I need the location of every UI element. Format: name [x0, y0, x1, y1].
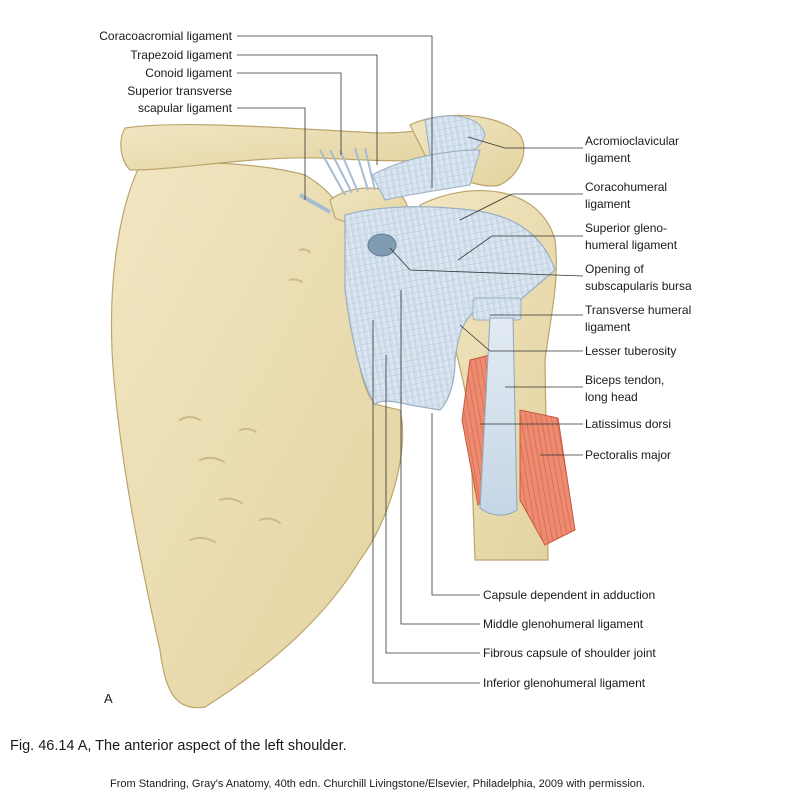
label-superior-transverse-2: scapular ligament: [137, 101, 232, 115]
label-middle-glenohumeral: Middle glenohumeral ligament: [483, 617, 644, 631]
label-transverse-humeral-1: Transverse humeral: [585, 303, 692, 317]
label-pectoralis-major: Pectoralis major: [585, 448, 672, 462]
figure-caption: Fig. 46.14 A, The anterior aspect of the…: [10, 738, 347, 754]
coracoclavicular-ligaments: [319, 147, 376, 196]
scapula: [110, 161, 404, 709]
label-transverse-humeral-2: ligament: [585, 320, 631, 334]
label-lesser-tuberosity: Lesser tuberosity: [585, 344, 677, 358]
transverse-humeral-ligament-shape: [472, 297, 522, 321]
label-coracoacromial-ligament: Coracoacromial ligament: [99, 29, 232, 43]
shoulder-illustration: [110, 35, 584, 709]
subscapularis-bursa-opening: [367, 233, 397, 257]
label-capsule-dependent: Capsule dependent in adduction: [483, 588, 656, 602]
clavicle: [120, 123, 441, 171]
label-latissimus-dorsi: Latissimus dorsi: [585, 417, 672, 431]
label-inferior-glenohumeral: Inferior glenohumeral ligament: [483, 676, 646, 690]
biceps-tendon: [479, 317, 518, 516]
label-biceps-2: long head: [585, 390, 638, 404]
leader-lines: [237, 35, 584, 684]
pectoralis-major-muscle: [519, 409, 576, 546]
label-trapezoid-ligament: Trapezoid ligament: [130, 48, 232, 62]
label-superior-gleno-1: Superior gleno-: [585, 221, 668, 235]
label-coracohumeral-2: ligament: [585, 197, 631, 211]
panel-letter: A: [104, 691, 113, 706]
coracoacromial-ligament-shape: [371, 149, 481, 201]
label-coracohumeral-1: Coracohumeral: [585, 180, 668, 194]
label-biceps-1: Biceps tendon,: [585, 373, 665, 387]
label-opening-2: subscapularis bursa: [585, 279, 692, 293]
scapula-texture: [179, 248, 311, 543]
label-superior-transverse-1: Superior transverse: [127, 84, 232, 98]
joint-capsule: [344, 206, 556, 411]
label-opening-1: Opening of: [585, 262, 644, 276]
label-superior-gleno-2: humeral ligament: [585, 238, 678, 252]
label-acromioclavicular-2: ligament: [585, 151, 631, 165]
source-credit: From Standring, Gray's Anatomy, 40th edn…: [110, 778, 646, 790]
label-conoid-ligament: Conoid ligament: [145, 66, 232, 80]
label-fibrous-capsule: Fibrous capsule of shoulder joint: [483, 646, 656, 660]
label-acromioclavicular-1: Acromioclavicular: [585, 134, 680, 148]
